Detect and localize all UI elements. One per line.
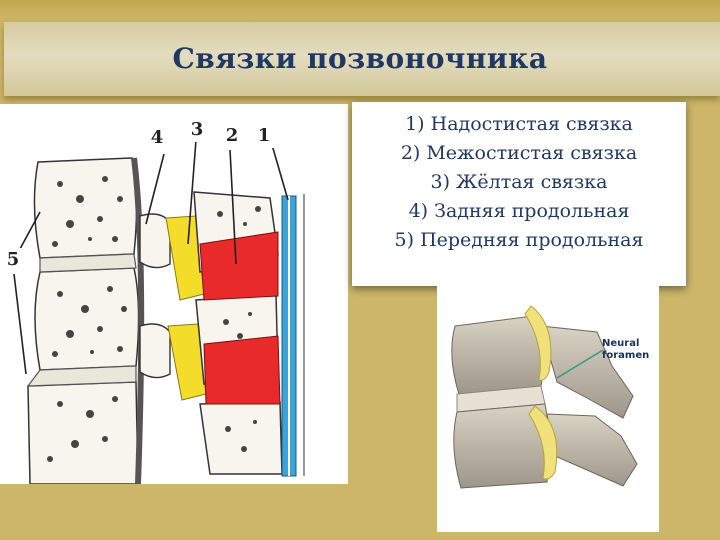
neural-label-line1: Neural (602, 338, 640, 349)
spinous-process-bottom (199, 401, 283, 475)
vertebra-body-bottom (27, 381, 139, 485)
nerve-root-upper (524, 305, 552, 381)
interspinous-ligaments (199, 231, 281, 405)
list-item: 4) Задняя продольная (408, 200, 630, 222)
ligament-list-box: 1) Надостистая связка 2) Межостистая свя… (352, 102, 686, 286)
label-1: 1 (253, 124, 275, 148)
list-item: 3) Жёлтая связка (430, 171, 608, 193)
list-item: 2) Межостистая связка (400, 142, 638, 164)
upper-posterior-elements (540, 325, 634, 419)
neural-foramen-label: Neural foramen (602, 338, 658, 362)
vertebra-body-middle (34, 267, 140, 371)
bone-texture (47, 176, 127, 462)
label-5: 5 (2, 248, 24, 272)
label-4: 4 (146, 126, 168, 150)
posterior-longitudinal-ligament (131, 157, 145, 485)
list-item: 1) Надостистая связка (405, 113, 633, 135)
title-bar (4, 22, 720, 96)
foramen-pointer (556, 349, 604, 379)
background-band (0, 0, 720, 22)
upper-vertebra (451, 315, 544, 395)
ligament-list: 1) Надостистая связка 2) Межостистая свя… (354, 104, 684, 255)
lower-posterior-elements (546, 413, 638, 487)
process-texture (217, 206, 261, 452)
label-3: 3 (186, 118, 208, 142)
label-2: 2 (221, 124, 243, 148)
pointer-lines (13, 137, 289, 375)
intervertebral-discs (26, 253, 137, 387)
disc-lower (26, 365, 137, 387)
spine-diagram-panel (0, 104, 348, 485)
interspinous-ligament-upper (199, 231, 279, 301)
vertebra-body-top (33, 157, 138, 259)
spine-diagram (13, 137, 305, 485)
vertebrae-3d-panel (437, 286, 659, 532)
nerve-root-lower (528, 405, 558, 480)
vertebral-bodies (27, 157, 140, 485)
list-item: 5) Передняя продольная (394, 229, 644, 251)
interspinous-ligament-lower (203, 335, 281, 405)
vertebrae-3d-illustration (451, 305, 638, 489)
disc-upper (39, 253, 137, 273)
neural-label-line2: foramen (602, 350, 650, 361)
slide-title: Связки позвоночника (172, 42, 548, 75)
pedicles (139, 213, 171, 379)
